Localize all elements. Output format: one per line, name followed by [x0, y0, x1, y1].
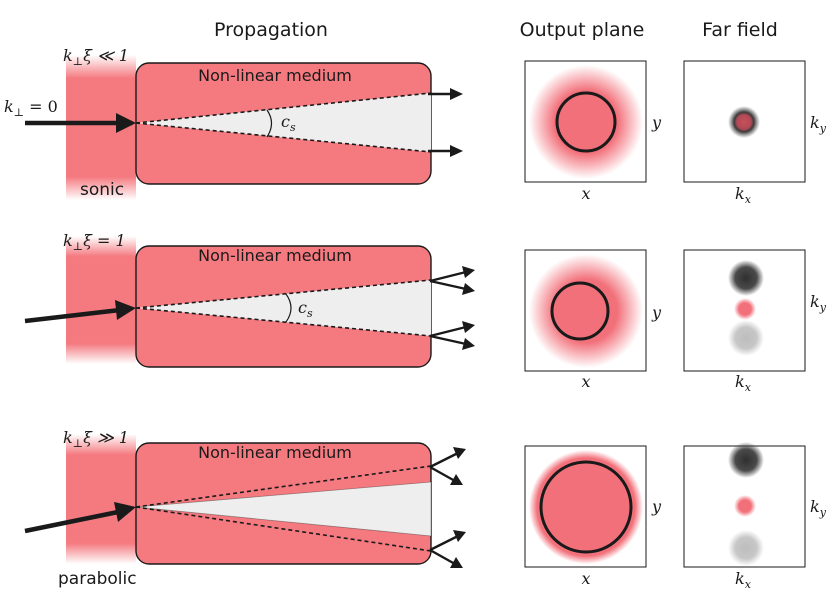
cone-upper-edge [135, 279, 432, 309]
cone-lower-edge [135, 122, 432, 153]
output-ring [555, 91, 617, 153]
medium-label: Non-linear medium [198, 443, 352, 462]
output-plane-panel: x y [524, 249, 662, 391]
cone-region [136, 280, 431, 336]
output-arrow-upper-b [429, 465, 456, 483]
cone-upper-edge [135, 92, 432, 124]
output-arrow-upper-a [429, 270, 467, 283]
output-arrowhead-upper-b [462, 283, 475, 295]
output-arrowhead-upper [450, 88, 463, 100]
output-plane-panel: x y [524, 445, 662, 588]
output-arrow-lower-a [429, 325, 467, 338]
cone-upper-edge [135, 465, 432, 508]
far-pink-spot [734, 495, 756, 517]
input-beam [66, 236, 136, 364]
output-arrow-upper-b [429, 279, 467, 291]
output-arrowhead-lower-a [462, 321, 475, 333]
output-arrow-upper-a [429, 451, 459, 469]
far-center-spot [728, 106, 760, 138]
output-glow [529, 254, 643, 368]
condition-label: k⊥ξ = 1 [63, 231, 126, 253]
far-grey-spot [728, 320, 764, 356]
cone-lower-edge [135, 307, 432, 337]
output-plane-panel: x y [524, 60, 662, 203]
output-y-label: y [651, 497, 662, 516]
far-y-label: ky [810, 292, 827, 314]
input-label: k⊥ = 0 [4, 97, 58, 119]
output-arrowhead-lower [450, 145, 463, 157]
far-field-panel: kx ky [683, 442, 827, 591]
angle-arc [285, 293, 292, 323]
regime-label: sonic [80, 180, 124, 200]
row-sonic: cs Non-linear medium k⊥ξ ≪ 1 k⊥ = 0 soni… [4, 46, 827, 206]
far-dark-spot [728, 442, 764, 478]
input-arrow [24, 509, 119, 534]
header-output-plane: Output plane [520, 19, 645, 41]
cone-inner-lower-edge [135, 506, 432, 537]
input-arrowhead [116, 113, 136, 133]
cone-region [136, 93, 431, 152]
input-arrow [24, 307, 121, 324]
output-x-label: x [581, 569, 590, 588]
condition-label: k⊥ξ ≪ 1 [63, 46, 129, 68]
row-critical: cs Non-linear medium k⊥ξ = 1 x y kx ky [24, 231, 827, 394]
far-grey-spot [728, 530, 764, 566]
header-far-field: Far field [702, 19, 778, 41]
far-dark-spot [728, 260, 764, 296]
far-x-label: kx [735, 569, 752, 591]
cone-lower-edge [135, 506, 432, 552]
row-parabolic: Non-linear medium k⊥ξ ≫ 1 parabolic x y … [24, 428, 827, 591]
far-x-label: kx [735, 372, 752, 394]
output-arrow-lower-b [429, 548, 456, 566]
output-y-label: y [651, 113, 662, 132]
output-arrowhead-lower-a [453, 530, 466, 542]
angle-label: cs [298, 298, 313, 320]
output-arrowhead-lower-b [450, 557, 463, 568]
condition-label: k⊥ξ ≫ 1 [63, 428, 129, 450]
output-arrowhead-upper-a [462, 266, 475, 278]
far-field-panel: kx ky [683, 249, 827, 394]
output-x-label: x [581, 372, 590, 391]
output-ring [539, 460, 633, 554]
cone-inner-upper-edge [135, 481, 432, 508]
far-y-label: ky [810, 113, 827, 135]
angle-arc [266, 109, 273, 138]
output-glow [529, 450, 643, 564]
output-arrowhead-upper-a [453, 447, 466, 459]
far-field-panel: kx ky [683, 60, 827, 206]
medium-label: Non-linear medium [198, 66, 352, 85]
output-arrow-lower-b [429, 334, 467, 346]
output-arrowhead-lower-b [462, 338, 475, 350]
output-arrow-lower-a [429, 534, 459, 552]
output-glow [529, 65, 643, 179]
header-propagation: Propagation [214, 19, 328, 41]
regime-label: parabolic [58, 569, 137, 589]
cone-region [136, 482, 431, 536]
angle-label: cs [281, 112, 296, 134]
far-y-label: ky [810, 497, 827, 519]
far-pink-spot [734, 298, 756, 320]
output-x-label: x [581, 184, 590, 203]
input-beam [66, 434, 136, 564]
far-x-label: kx [735, 184, 752, 206]
output-ring [550, 281, 610, 341]
input-arrowhead [115, 300, 136, 320]
medium-label: Non-linear medium [198, 246, 352, 265]
input-arrowhead [114, 502, 136, 522]
output-y-label: y [651, 303, 662, 322]
output-arrowhead-upper-b [450, 474, 463, 485]
